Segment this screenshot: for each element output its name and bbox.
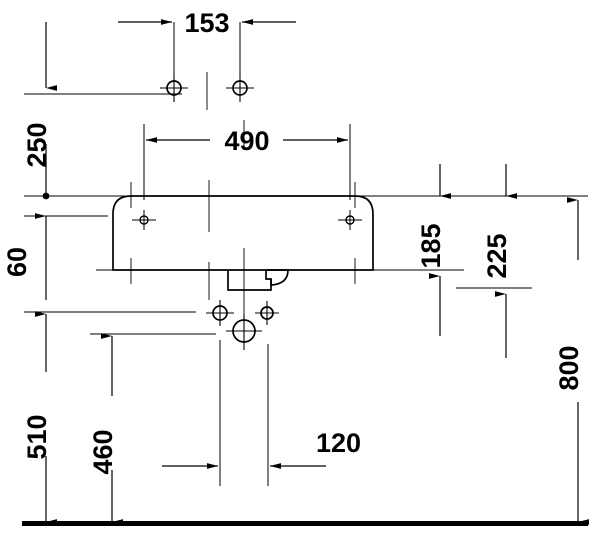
supply-hole-left [206,300,234,326]
waste-outlet-profile [227,269,289,291]
dimension-225: 225 [456,164,532,358]
dimension-120: 120 [162,340,361,486]
dimension-460: 460 [88,333,216,525]
fixing-hole-right [338,210,362,230]
dimension-225-label: 225 [482,233,512,278]
dimension-153-label: 153 [184,8,229,38]
dimension-185: 185 [372,164,588,336]
dimension-153: 153 [118,8,296,82]
dimension-60: 60 [2,213,108,300]
dimension-250-label: 250 [22,122,52,167]
dimension-800: 800 [554,197,589,525]
dimension-800-label: 800 [554,345,584,390]
dimension-60-label: 60 [2,247,32,277]
dimension-510-label: 510 [22,414,52,459]
dimension-460-label: 460 [88,429,118,474]
supply-hole-right [255,301,279,325]
dimension-185-label: 185 [416,223,446,268]
dimension-490-label: 490 [224,126,269,156]
fixing-hole-left [132,210,156,230]
floor-datum-line [22,521,588,526]
waste-hole-centre [226,314,262,350]
dimension-510: 510 [22,311,196,525]
dimension-250: 250 [22,22,182,200]
dimension-490: 490 [143,124,351,200]
dimension-120-label: 120 [316,428,361,458]
